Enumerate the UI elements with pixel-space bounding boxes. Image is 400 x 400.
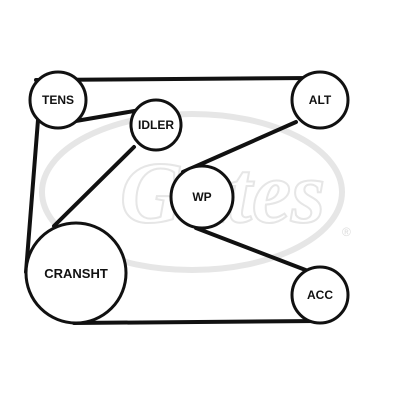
pulley-label-cranksht: CRANSHT [44, 266, 108, 281]
belt-segment-tens-alt [34, 76, 314, 82]
belt-segment-alt-wp [181, 120, 298, 174]
belt-segment-cranksht-tens [24, 118, 40, 274]
pulley-tens: TENS [28, 70, 88, 130]
pulley-label-tens: TENS [42, 93, 74, 107]
pulley-label-wp: WP [192, 190, 211, 204]
belt-segment-cranksht-idler [52, 145, 136, 228]
pulley-label-acc: ACC [307, 288, 333, 302]
watermark-registered-mark: ® [342, 225, 351, 239]
serpentine-belt [24, 76, 320, 325]
pulley-idler: IDLER [129, 98, 183, 152]
gates-watermark-logo: Gates ® [39, 111, 351, 273]
belt-segment-acc-cranksht [72, 319, 320, 325]
pulley-label-idler: IDLER [138, 118, 174, 132]
pulley-wp: WP [169, 164, 235, 230]
pulley-cranksht: CRANSHT [24, 221, 128, 325]
pulley-label-alt: ALT [309, 93, 332, 107]
belt-segment-wp-acc [194, 226, 318, 276]
pulley-alt: ALT [290, 70, 350, 130]
belt-segment-idler-tens [68, 108, 142, 124]
pulley-acc: ACC [290, 265, 350, 325]
